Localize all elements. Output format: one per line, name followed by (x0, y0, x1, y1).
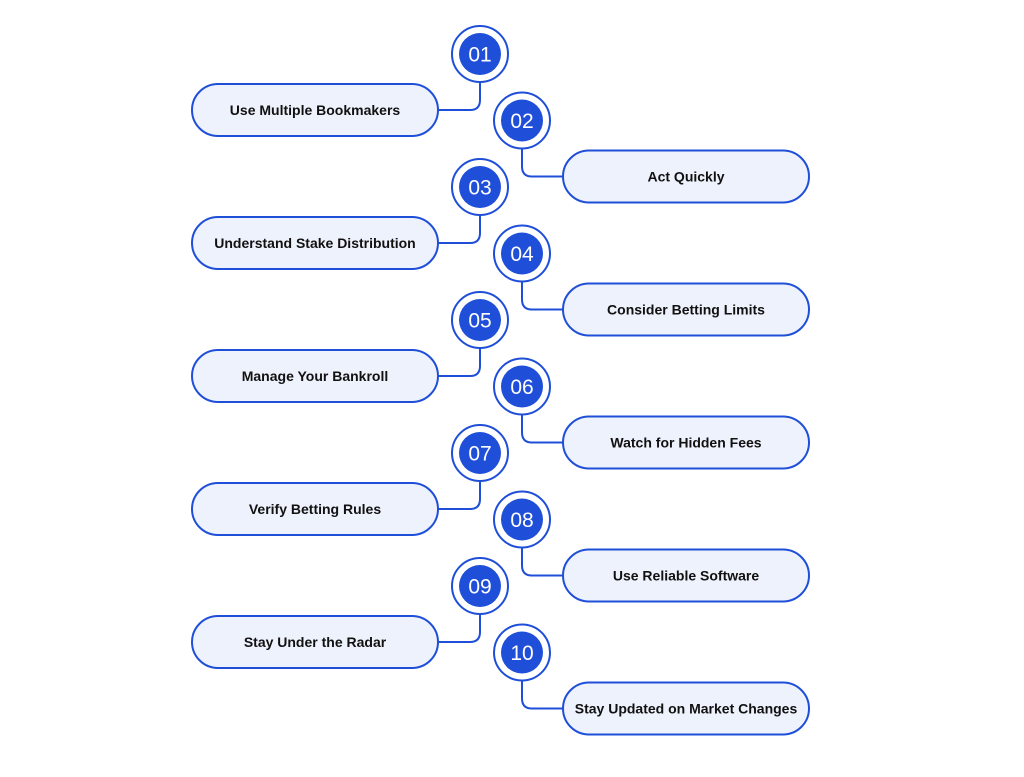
step-pill (562, 149, 810, 204)
step-number: 01 (468, 44, 491, 67)
step-number: 04 (510, 243, 534, 266)
step-label: Stay Updated on Market Changes (575, 701, 798, 717)
step-number: 08 (510, 509, 533, 532)
badge-fill (459, 166, 501, 208)
badge-fill (459, 299, 501, 341)
badge-fill (501, 498, 543, 541)
badge-fill (459, 432, 501, 474)
step-pill (191, 482, 439, 536)
step-02: Act Quickly 02 (493, 91, 810, 204)
step-label: Act Quickly (647, 169, 724, 185)
badge-fill (459, 33, 501, 75)
step-04: Consider Betting Limits 04 (493, 224, 810, 337)
step-label: Use Multiple Bookmakers (230, 102, 401, 118)
step-label: Verify Betting Rules (249, 501, 381, 517)
badge-fill (501, 99, 543, 142)
step-10: Stay Updated on Market Changes 10 (493, 623, 810, 736)
step-pill (562, 282, 810, 337)
connector-line (438, 215, 481, 244)
step-number: 02 (510, 110, 533, 133)
step-07: Verify Betting Rules 07 (191, 424, 509, 536)
step-number: 09 (468, 576, 491, 599)
step-06: Watch for Hidden Fees 06 (493, 357, 810, 470)
step-05: Manage Your Bankroll 05 (191, 291, 509, 403)
step-pill (191, 615, 439, 669)
connector-line (521, 414, 563, 444)
badge-fill (501, 365, 543, 408)
badge-fill (459, 565, 501, 607)
step-label: Stay Under the Radar (244, 634, 387, 650)
step-pill (562, 415, 810, 470)
step-number: 07 (468, 443, 491, 466)
step-number: 10 (510, 642, 533, 665)
step-08: Use Reliable Software 08 (493, 490, 810, 603)
connector-line (438, 82, 481, 111)
step-pill (562, 681, 810, 736)
connector-line (438, 348, 481, 377)
step-label: Watch for Hidden Fees (610, 435, 761, 451)
step-label: Manage Your Bankroll (242, 368, 389, 384)
step-pill (191, 349, 439, 403)
step-01: Use Multiple Bookmakers 01 (191, 25, 509, 137)
step-number: 06 (510, 376, 533, 399)
step-pill (191, 216, 439, 270)
connector-line (521, 148, 563, 178)
step-number: 03 (468, 177, 491, 200)
badge-fill (501, 631, 543, 674)
badge-fill (501, 232, 543, 275)
connector-line (521, 281, 563, 311)
connector-line (438, 614, 481, 643)
step-pill (191, 83, 439, 137)
step-label: Understand Stake Distribution (214, 235, 415, 251)
step-03: Understand Stake Distribution 03 (191, 158, 509, 270)
step-label: Use Reliable Software (613, 568, 759, 584)
step-label: Consider Betting Limits (607, 302, 765, 318)
step-09: Stay Under the Radar 09 (191, 557, 509, 669)
connector-line (521, 680, 563, 710)
connector-line (521, 547, 563, 577)
step-number: 05 (468, 310, 491, 333)
step-pill (562, 548, 810, 603)
connector-line (438, 481, 481, 510)
